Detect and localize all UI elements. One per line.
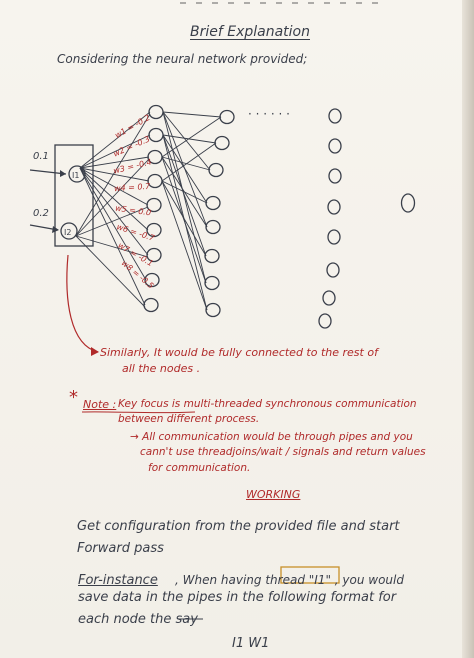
- edge-i2-h7: [75, 235, 149, 258]
- edge-h2-n6: [162, 134, 207, 257]
- edge-i1-h5: [79, 167, 149, 206]
- input-node-i1-label: I1: [72, 171, 79, 180]
- hidden-node-l3-7: [322, 290, 336, 306]
- note-line-1: Key focus is multi-threaded synchronous …: [118, 398, 417, 410]
- edge-i1-h6: [79, 167, 149, 231]
- hidden-node-l2-5: [205, 219, 221, 235]
- annotation-arrow: [66, 254, 99, 353]
- edge-i2-h1: [75, 113, 151, 237]
- working-line-5: each node the say: [78, 612, 198, 627]
- working-line-4: save data in the pipes in the following …: [78, 590, 397, 605]
- output-node: [400, 193, 416, 213]
- hidden-node-l1-3: [147, 149, 163, 165]
- note-line-4: cann't use threadjoins/wait / signals an…: [140, 446, 426, 458]
- connection-edges: [75, 111, 222, 311]
- hidden-node-l3-5: [327, 229, 341, 245]
- note-label: Note :: [83, 398, 117, 411]
- hidden-node-l1-8: [144, 272, 160, 288]
- hidden-node-l3-4: [327, 199, 341, 215]
- note-line-5: for communication.: [148, 462, 251, 474]
- working-line-3: , When having thread "I1" , you would: [175, 573, 404, 587]
- hidden-node-l2-4: [205, 195, 221, 211]
- note-line-2: between different process.: [118, 413, 260, 425]
- edge-h1-n1: [162, 111, 222, 118]
- hidden-node-l2-6: [204, 248, 220, 264]
- top-edge-scribbles: [180, 2, 380, 4]
- hidden-node-l2-7: [204, 275, 220, 291]
- page-title: Brief Explanation: [190, 24, 310, 40]
- edge-i1-h8: [79, 167, 147, 281]
- edge-h4-n8: [161, 180, 208, 311]
- hidden-layer-ellipsis: · · · · · ·: [248, 107, 290, 121]
- edge-i1-h1: [79, 111, 151, 169]
- input-value-1: 0.1: [33, 151, 49, 162]
- edge-i1-h3: [79, 156, 150, 169]
- edge-i1-h4: [79, 167, 150, 182]
- edge-i2-h9: [75, 235, 146, 308]
- page-edge-shadow: [462, 0, 474, 658]
- input-node-i2: [60, 222, 78, 240]
- hidden-node-l1-6: [146, 222, 162, 238]
- input-value-2: 0.2: [33, 208, 49, 219]
- hidden-node-l2-2: [214, 135, 230, 151]
- working-line-2: Forward pass: [77, 541, 164, 556]
- hidden-node-l1-4: [147, 173, 163, 189]
- edge-h1-n3: [162, 111, 211, 171]
- hidden-node-l2-1: [219, 109, 235, 125]
- thread-highlight-box: [280, 566, 340, 584]
- input-block: I1 I2: [29, 144, 94, 247]
- edge-i1-h9: [79, 167, 146, 306]
- edge-i1-h7: [79, 167, 149, 256]
- hidden-node-l3-3: [328, 168, 342, 184]
- hidden-node-l1-9: [143, 297, 159, 313]
- hidden-node-l3-2: [328, 138, 342, 154]
- hidden-node-l3-1: [328, 108, 342, 124]
- input-node-i2-label: I2: [64, 228, 71, 237]
- input-node-i1: [68, 165, 86, 183]
- edge-h4-n4: [161, 180, 208, 204]
- edge-h3-n7: [161, 156, 207, 284]
- hidden-node-l1-1: [148, 104, 164, 120]
- edge-h2-n4: [162, 134, 208, 204]
- edge-h4-n2: [161, 142, 217, 182]
- working-heading: WORKING: [246, 488, 301, 501]
- for-instance-label: For-instance: [78, 573, 158, 588]
- hidden-node-l3-6: [326, 262, 340, 278]
- hidden-node-l2-3: [208, 162, 224, 178]
- edge-h2-n2: [162, 134, 217, 144]
- edge-i1-h2: [79, 134, 151, 169]
- note-line-3: → All communication would be through pip…: [130, 431, 413, 443]
- input-layer-box: [54, 144, 94, 247]
- edge-h4-n6: [161, 180, 207, 257]
- edge-i2-h3: [75, 158, 150, 237]
- edge-h3-n1: [161, 116, 222, 158]
- hidden-node-l3-8: [318, 313, 332, 329]
- note-underline: [81, 411, 196, 414]
- working-line-1: Get configuration from the provided file…: [77, 519, 400, 534]
- edge-h1-n7: [162, 111, 207, 284]
- annotation-line-1: Similarly, It would be fully connected t…: [100, 346, 378, 359]
- hidden-node-l1-7: [146, 247, 162, 263]
- intro-text: Considering the neural network provided;: [57, 52, 308, 66]
- hidden-node-l1-5: [146, 197, 162, 213]
- pipe-format-example: I1 W1: [232, 636, 270, 651]
- edge-i2-h5: [75, 206, 149, 237]
- note-star: *: [69, 387, 78, 408]
- hidden-node-l1-2: [148, 127, 164, 143]
- annotation-line-2: all the nodes .: [122, 362, 201, 375]
- edge-h3-n3: [161, 156, 211, 171]
- network-nodes: [143, 104, 416, 329]
- hidden-node-l2-8: [205, 302, 221, 318]
